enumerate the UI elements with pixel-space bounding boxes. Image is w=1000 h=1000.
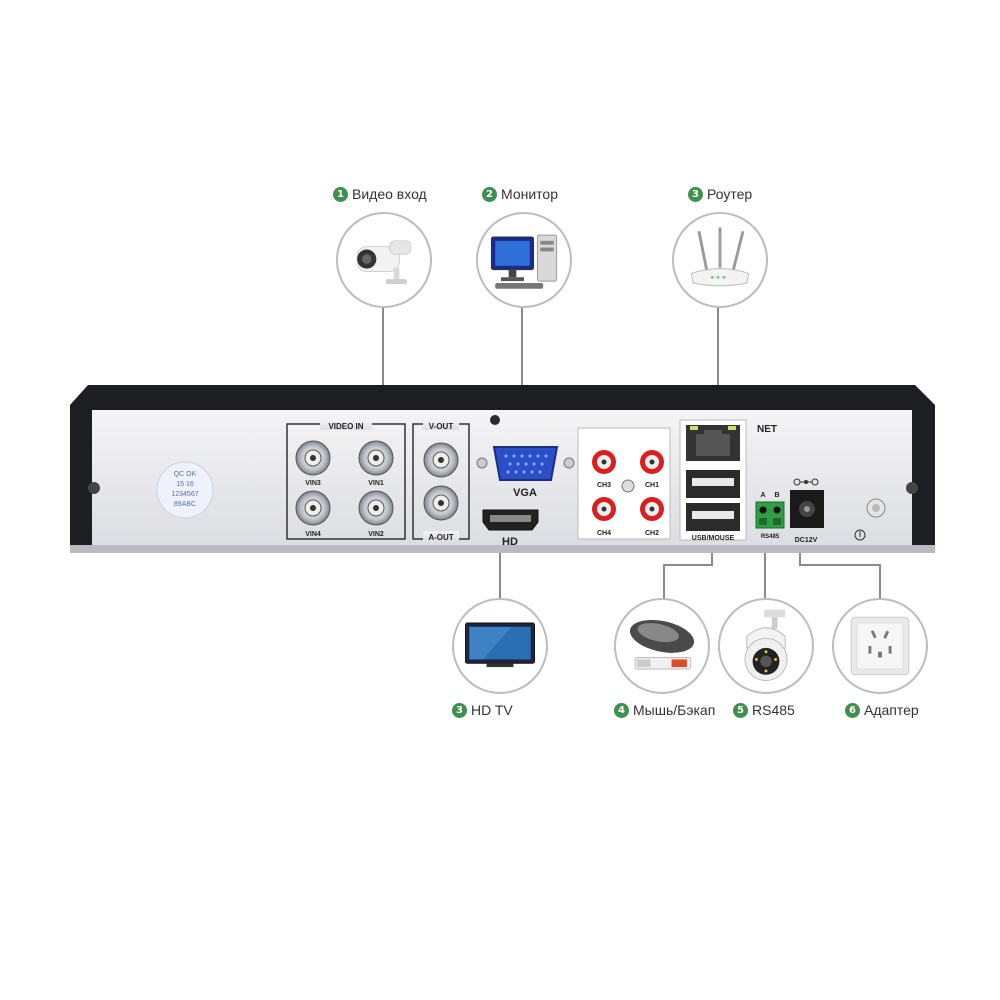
qc-sticker — [156, 461, 214, 519]
rca-ch3[interactable] — [592, 450, 616, 474]
callout-hd-tv: 3 HD TV — [452, 702, 513, 718]
ch3-label: CH3 — [597, 482, 611, 489]
rca-ch2[interactable] — [640, 497, 664, 521]
callout-number: 4 — [614, 702, 629, 718]
vga-port[interactable] — [476, 446, 575, 481]
rs485-label: RS485 — [761, 534, 780, 540]
line-adapter — [799, 545, 881, 600]
usb-port-2[interactable] — [686, 503, 740, 531]
callout-label: HD TV — [471, 702, 513, 718]
callout-router: 3 Роутер — [688, 186, 752, 202]
bnc-vin3[interactable] — [295, 440, 331, 476]
sticker-line: QC OK — [174, 471, 197, 478]
line-mouse — [663, 548, 713, 600]
rca-ch4[interactable] — [592, 497, 616, 521]
a-out-label: A-OUT — [428, 533, 453, 542]
dc12v-label: DC12V — [795, 537, 818, 544]
screw-icon — [88, 482, 100, 494]
a-label: A — [760, 492, 765, 499]
tv-icon — [452, 598, 548, 694]
callout-number: 3 — [452, 702, 467, 718]
usb-mouse-label: USB/MOUSE — [692, 535, 735, 542]
router-icon — [672, 212, 768, 308]
bnc-a-out[interactable] — [423, 485, 459, 521]
vin1-label: VIN1 — [368, 480, 384, 487]
b-label: B — [774, 492, 779, 499]
bnc-v-out[interactable] — [423, 442, 459, 478]
rca-ch1[interactable] — [640, 450, 664, 474]
callout-video-in: 1 Видео вход — [333, 186, 427, 202]
callout-monitor: 2 Монитор — [482, 186, 558, 202]
screw-icon — [490, 415, 500, 425]
sticker-line: 89ABC — [174, 501, 196, 508]
rs485-terminal[interactable] — [755, 501, 785, 529]
camera-icon — [336, 212, 432, 308]
callout-adapter: 6 Адаптер — [845, 702, 919, 718]
callout-label: Видео вход — [352, 186, 427, 202]
sticker-line: 1234567 — [171, 491, 198, 498]
power-outlet-icon — [832, 598, 928, 694]
callout-rs485: 5 RS485 — [733, 702, 795, 718]
v-out-label: V-OUT — [429, 422, 454, 431]
sticker-line: 15 16 — [176, 481, 194, 488]
callout-label: Адаптер — [864, 702, 919, 718]
callout-number: 2 — [482, 186, 497, 202]
vin3-label: VIN3 — [305, 480, 321, 487]
vin2-label: VIN2 — [368, 531, 384, 538]
net-label: NET — [757, 424, 777, 435]
mouse-icon — [614, 598, 710, 694]
ground-terminal-icon — [854, 498, 886, 541]
usb-port-1[interactable] — [686, 470, 740, 498]
hd-label: HD — [502, 536, 518, 548]
hdmi-port[interactable] — [482, 509, 539, 531]
ch1-label: CH1 — [645, 482, 659, 489]
dc-power-jack[interactable] — [790, 490, 824, 528]
ptz-camera-icon — [718, 598, 814, 694]
ground-screw-icon — [621, 479, 635, 493]
callout-number: 1 — [333, 186, 348, 202]
ch4-label: CH4 — [597, 530, 611, 537]
callout-number: 3 — [688, 186, 703, 202]
ethernet-port[interactable] — [686, 425, 740, 461]
callout-label: Мышь/Бэкап — [633, 702, 716, 718]
callout-label: RS485 — [752, 702, 795, 718]
bnc-vin2[interactable] — [358, 490, 394, 526]
dc-polarity-icon — [793, 478, 819, 486]
callout-mouse-backup: 4 Мышь/Бэкап — [614, 702, 715, 718]
callout-number: 5 — [733, 702, 748, 718]
vga-label: VGA — [513, 487, 537, 499]
callout-number: 6 — [845, 702, 860, 718]
monitor-icon — [476, 212, 572, 308]
ch2-label: CH2 — [645, 530, 659, 537]
bnc-vin1[interactable] — [358, 440, 394, 476]
vin4-label: VIN4 — [305, 531, 321, 538]
callout-label: Монитор — [501, 186, 558, 202]
screw-icon — [906, 482, 918, 494]
callout-label: Роутер — [707, 186, 753, 202]
bnc-vin4[interactable] — [295, 490, 331, 526]
video-in-label: VIDEO IN — [328, 422, 363, 431]
